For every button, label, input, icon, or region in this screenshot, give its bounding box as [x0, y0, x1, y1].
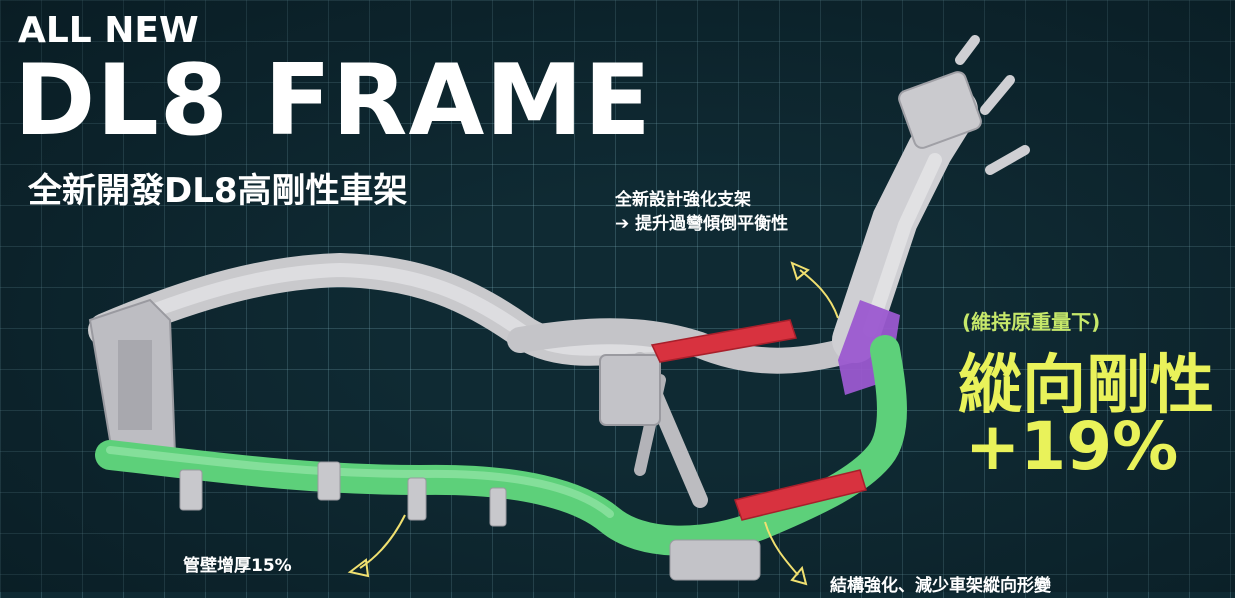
brace-annotation-line2: ➔ 提升過彎傾倒平衡性 [615, 214, 789, 234]
page-subtitle: 全新開發DL8高剛性車架 [28, 171, 408, 211]
tube-wall-annotation: 管壁增厚15% [183, 556, 292, 576]
thickened-lower-tube [95, 335, 907, 556]
tube-wall-arrow [359, 514, 406, 569]
stat-label: 縱向剛性 [958, 349, 1214, 423]
upper-brace [650, 319, 797, 363]
structure-annotation: 結構強化、減少車架縱向形變 [830, 576, 1051, 596]
stat-value: +19% [965, 408, 1179, 485]
stat-condition: (維持原重量下) [962, 310, 1101, 334]
page-title: DL8 FRAME [14, 44, 652, 158]
brace-annotation-line1: 全新設計強化支架 [615, 190, 751, 210]
lower-brace [734, 469, 867, 521]
brace-annotation: 全新設計強化支架 ➔ 提升過彎傾倒平衡性 [615, 188, 788, 236]
eyebrow-text: ALL NEW [18, 10, 199, 51]
structure-arrow [764, 521, 799, 576]
brace-arrow [799, 269, 839, 319]
